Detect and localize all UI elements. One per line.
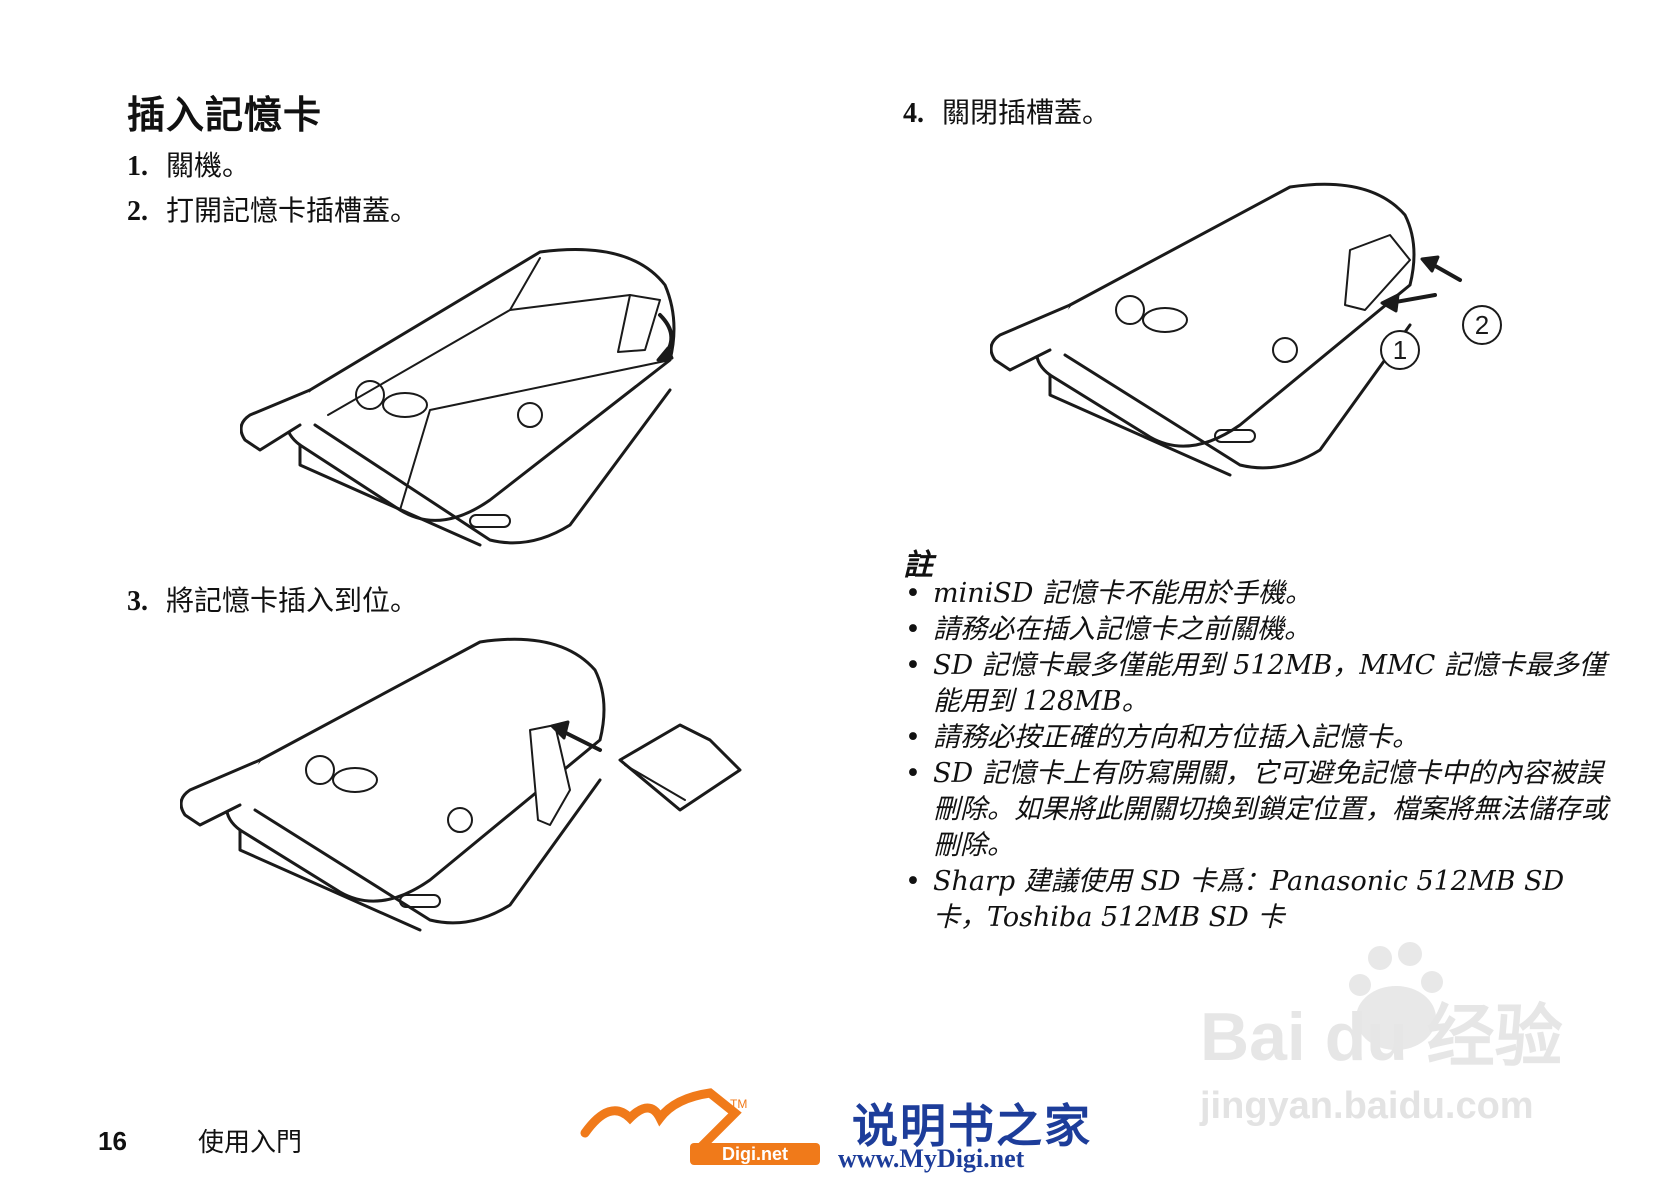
- step-text: 關閉插槽蓋。: [942, 96, 1111, 129]
- step-number: 3.: [127, 586, 148, 617]
- mydigi-tm: TM: [730, 1097, 747, 1111]
- baidu-logo-text: Bai du 经验: [1200, 999, 1563, 1075]
- note-item: SD 記憶卡最多僅能用到 512MB，MMC 記憶卡最多僅能用到 128MB。: [903, 648, 1623, 720]
- step-text: 關機。: [166, 149, 251, 182]
- step-3: 3. 將記憶卡插入到位。: [127, 579, 418, 619]
- step-4: 4. 關閉插槽蓋。: [903, 91, 1110, 131]
- note-item: 請務必按正確的方向和方位插入記憶卡。: [903, 720, 1623, 756]
- baidu-jingyan-logo: Bai du 经验: [1200, 942, 1563, 1075]
- step-number: 2.: [127, 196, 148, 227]
- step-number: 4.: [903, 98, 924, 129]
- baidu-url: jingyan.baidu.com: [1200, 1085, 1534, 1127]
- step-number: 1.: [127, 151, 148, 182]
- page-title: 插入記憶卡: [127, 93, 323, 137]
- note-item: Sharp 建議使用 SD 卡爲：Panasonic 512MB SD 卡，To…: [903, 864, 1623, 936]
- step-text: 打開記憶卡插槽蓋。: [166, 194, 419, 227]
- mydigi-logo: TM Digi.net: [580, 1088, 820, 1165]
- phone-insert-card-illustration: [180, 637, 742, 932]
- step-2: 2. 打開記憶卡插槽蓋。: [127, 189, 418, 229]
- note-list: miniSD 記憶卡不能用於手機。 請務必在插入記憶卡之前關機。 SD 記憶卡最…: [903, 576, 1623, 936]
- note-item: 請務必在插入記憶卡之前關機。: [903, 612, 1623, 648]
- section-name: 使用入門: [198, 1128, 303, 1158]
- mydigi-url: www.MyDigi.net: [838, 1144, 1025, 1173]
- note-item: miniSD 記憶卡不能用於手機。: [903, 576, 1623, 612]
- step-1: 1. 關機。: [127, 144, 250, 184]
- callout-2: 2: [1475, 310, 1489, 340]
- mydigi-badge: Digi.net: [722, 1144, 788, 1164]
- note-item: SD 記憶卡上有防寫開關，它可避免記憶卡中的內容被誤刪除。如果將此開關切換到鎖定…: [903, 756, 1623, 864]
- mydigi-cn-text: 说明书之家: [852, 1099, 1092, 1153]
- phone-close-cover-illustration: 1 2: [990, 182, 1502, 477]
- callout-1: 1: [1393, 335, 1407, 365]
- step-text: 將記憶卡插入到位。: [166, 584, 419, 617]
- phone-open-cover-illustration: [240, 248, 676, 547]
- page-number: 16: [98, 1126, 127, 1156]
